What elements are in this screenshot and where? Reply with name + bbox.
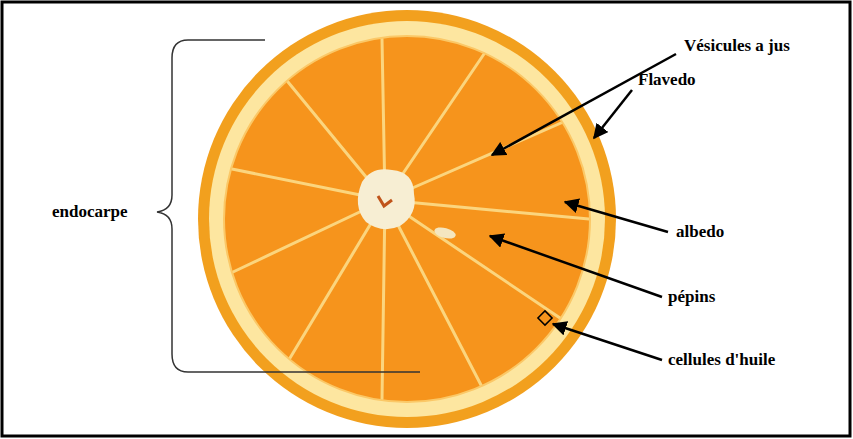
part-label: pépins bbox=[668, 287, 715, 307]
part-label: Vésicules a jus bbox=[684, 36, 790, 56]
endocarp-bracket bbox=[157, 40, 420, 372]
part-label: endocarpe bbox=[52, 202, 128, 222]
core-detail bbox=[378, 196, 392, 206]
segment-rim bbox=[224, 36, 590, 402]
part-label: Flavedo bbox=[638, 70, 696, 90]
leader-arrow bbox=[490, 236, 662, 297]
leader-arrow bbox=[492, 54, 676, 155]
albedo-ring bbox=[209, 21, 605, 417]
core-pith bbox=[358, 169, 415, 229]
part-label: cellules d'huile bbox=[668, 350, 775, 370]
part-label: albedo bbox=[676, 222, 724, 242]
segment-membranes bbox=[232, 39, 589, 399]
oil-cell-marker bbox=[538, 311, 552, 325]
pip-seed bbox=[433, 225, 457, 240]
flavedo-peel bbox=[198, 10, 616, 428]
leader-arrow bbox=[594, 90, 632, 138]
pulp bbox=[224, 36, 590, 402]
leader-arrows bbox=[490, 54, 676, 360]
leader-arrow bbox=[553, 324, 662, 360]
leader-arrow bbox=[565, 202, 668, 232]
